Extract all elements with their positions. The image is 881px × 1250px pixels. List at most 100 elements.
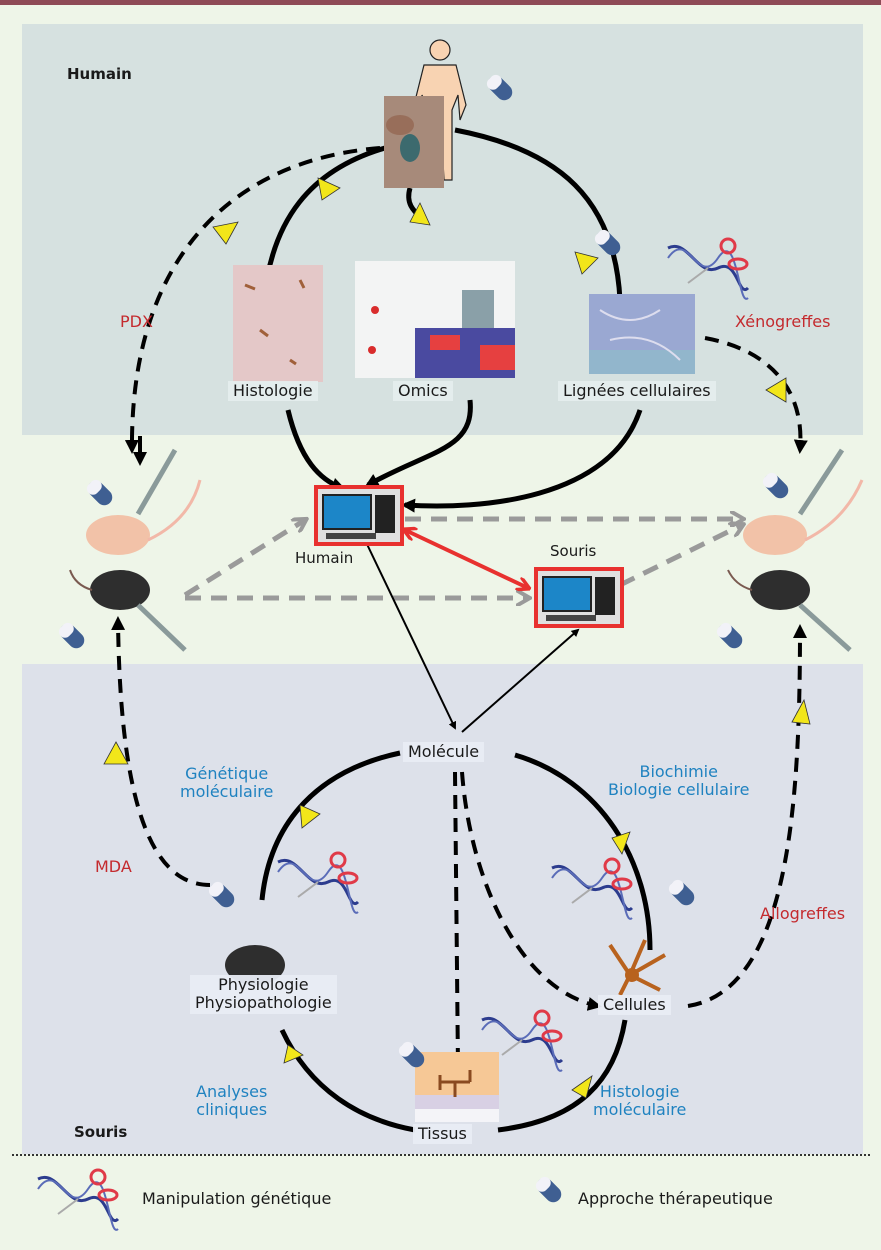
molecular-histology-line2: moléculaire bbox=[593, 1100, 687, 1120]
yellow-arrowhead bbox=[212, 221, 239, 245]
section-label-mouse: Souris bbox=[74, 1123, 128, 1141]
molecule-to-mouse-computer bbox=[461, 628, 580, 733]
yellow-arrowhead bbox=[299, 804, 321, 829]
cell-lines-image bbox=[589, 294, 695, 374]
section-label-human: Humain bbox=[67, 65, 132, 83]
computer-mouse-label: Souris bbox=[550, 542, 597, 560]
tissues-label: Tissus bbox=[413, 1124, 472, 1145]
pill-icon bbox=[668, 879, 695, 906]
human-computer-icon bbox=[314, 485, 404, 546]
pill-icon bbox=[594, 229, 621, 256]
yellow-arrowhead bbox=[283, 1044, 304, 1064]
nude-mouse-icon bbox=[86, 515, 150, 555]
molecular-genetics-line1: Génétique bbox=[185, 764, 269, 783]
header-bar bbox=[0, 0, 881, 5]
human-computer-to-molecule bbox=[364, 539, 457, 730]
left-mice-icon bbox=[69, 436, 202, 652]
biochemistry-label: Biochimie Biologie cellulaire bbox=[608, 762, 750, 800]
physiology-label: Physiologie Physiopathologie bbox=[190, 975, 337, 1014]
cells-label: Cellules bbox=[598, 995, 671, 1016]
omics-image bbox=[355, 261, 515, 378]
cycle-arc-physiology-to-tissues bbox=[279, 1028, 416, 1133]
black-mouse-icon bbox=[90, 570, 150, 610]
cycle-arc-tissues-to-cells bbox=[497, 1019, 628, 1133]
nude-mouse-icon bbox=[743, 515, 807, 555]
syringe-icon bbox=[798, 603, 852, 652]
neuron-body-icon bbox=[625, 968, 639, 982]
black-mouse-icon bbox=[750, 570, 810, 610]
pill-icon bbox=[762, 472, 789, 499]
grey-arrow-mice-to-human-computer bbox=[183, 520, 305, 598]
skin-biopsy-image bbox=[384, 96, 444, 188]
xenograft-arrow bbox=[704, 336, 808, 454]
dna-scissors-icon bbox=[277, 851, 360, 914]
right-mice-icon bbox=[727, 448, 864, 652]
tissue-image bbox=[415, 1052, 499, 1122]
allograft-arrow bbox=[687, 624, 807, 1008]
computers-link-arrow bbox=[405, 530, 528, 588]
dna-scissors-icons bbox=[37, 237, 750, 1231]
pill-icon bbox=[58, 622, 85, 649]
cycle-arc-cell-lines-to-computer bbox=[401, 409, 643, 513]
pill-icon bbox=[535, 1176, 562, 1203]
yellow-arrowhead bbox=[765, 377, 787, 403]
molecule-label: Molécule bbox=[403, 742, 485, 763]
mouse-computer-icon bbox=[534, 567, 624, 628]
molecule-to-cells-arrow bbox=[460, 771, 602, 1011]
dna-scissors-icon bbox=[551, 857, 634, 920]
yellow-arrowhead bbox=[317, 177, 341, 201]
physiology-label-line2: Physiopathologie bbox=[195, 993, 332, 1013]
pill-icons bbox=[58, 74, 789, 1203]
grey-arrow-mouse-computer-to-mice bbox=[618, 525, 742, 588]
mda-label: MDA bbox=[95, 857, 132, 876]
cell-lines-label: Lignées cellulaires bbox=[558, 381, 716, 402]
omics-label: Omics bbox=[393, 381, 453, 402]
allografts-label: Allogreffes bbox=[760, 904, 846, 923]
clinical-analyses-label: Analyses cliniques bbox=[196, 1082, 268, 1120]
xenografts-label: Xénogreffes bbox=[735, 312, 831, 331]
dna-scissors-icon bbox=[667, 237, 750, 300]
biochemistry-line1: Biochimie bbox=[639, 762, 718, 781]
mda-arrow bbox=[111, 616, 211, 887]
dna-scissors-icon bbox=[37, 1168, 120, 1231]
molecular-genetics-label: Génétique moléculaire bbox=[180, 764, 274, 802]
legend-separator bbox=[12, 1154, 870, 1156]
molecular-histology-line1: Histologie bbox=[599, 1082, 680, 1101]
syringe-icon bbox=[797, 448, 845, 516]
yellow-arrowhead bbox=[571, 1075, 593, 1099]
physiology-label-line1: Physiologie bbox=[218, 975, 309, 994]
clinical-analyses-line1: Analyses bbox=[196, 1082, 268, 1101]
legend-therapeutic-approach: Approche thérapeutique bbox=[578, 1189, 773, 1208]
yellow-arrowhead bbox=[574, 251, 599, 275]
pill-icon bbox=[208, 881, 235, 908]
cycle-arc-cells-to-molecule bbox=[514, 752, 653, 951]
pill-icon bbox=[716, 622, 743, 649]
syringe-icon bbox=[136, 603, 187, 652]
mouse-dashed-arrows bbox=[111, 616, 807, 1072]
pdx-arrow bbox=[124, 146, 381, 454]
molecular-genetics-line2: moléculaire bbox=[180, 782, 274, 802]
cycle-arc-molecule-to-physiology bbox=[259, 750, 401, 901]
syringe-icon bbox=[135, 448, 178, 516]
legend-genetic-manipulation: Manipulation génétique bbox=[142, 1189, 332, 1208]
biochemistry-line2: Biologie cellulaire bbox=[608, 780, 750, 800]
molecular-histology-label: Histologie moléculaire bbox=[593, 1082, 687, 1120]
cycle-arc-histology-to-computer bbox=[285, 409, 346, 492]
dna-scissors-icon bbox=[481, 1009, 564, 1072]
clinical-analyses-line2: cliniques bbox=[196, 1100, 268, 1120]
pill-icon bbox=[398, 1041, 425, 1068]
yellow-arrowhead bbox=[791, 698, 811, 725]
cycle-arc-omics-to-computer bbox=[364, 399, 473, 488]
computer-human-label: Humain bbox=[295, 549, 354, 567]
grey-arrows bbox=[183, 519, 742, 598]
histology-label: Histologie bbox=[228, 381, 318, 402]
cycle-arc-to-cell-lines bbox=[454, 127, 623, 301]
molecule-to-tissues-arrow bbox=[450, 771, 465, 1072]
neuron-icon bbox=[608, 939, 666, 996]
pdx-label: PDX bbox=[120, 312, 153, 331]
pill-icon bbox=[486, 74, 513, 101]
yellow-arrowhead bbox=[611, 831, 631, 855]
histology-image bbox=[233, 265, 323, 382]
yellow-arrowhead bbox=[103, 741, 129, 765]
